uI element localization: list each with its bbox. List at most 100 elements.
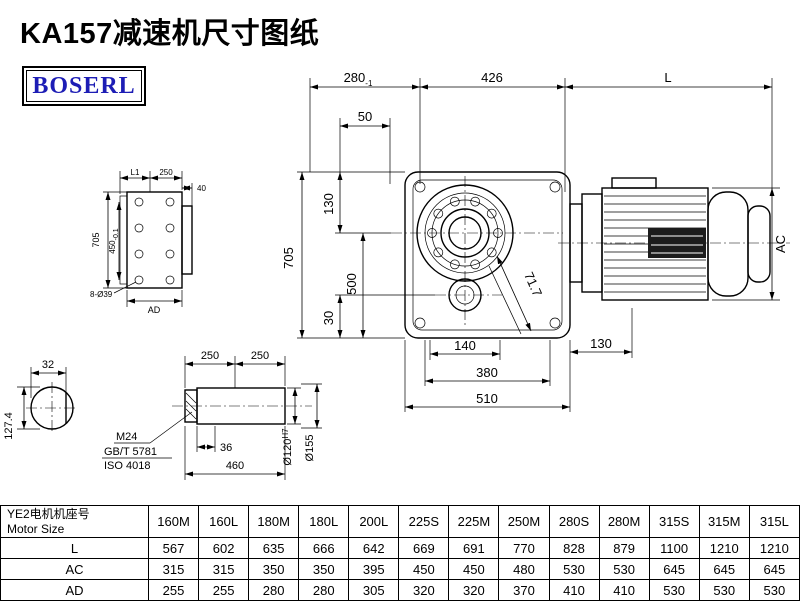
dim-label-250-flange: 250 — [159, 168, 173, 177]
table-row-L: L 567 602 635 666 642 669 691 770 828 87… — [0, 537, 800, 559]
col-header: 315L — [748, 505, 800, 538]
extension-line — [297, 171, 405, 339]
cell: 828 — [548, 537, 600, 559]
dim-label-8-holes: 8-Ø39 — [90, 290, 113, 299]
dim-label-510: 510 — [476, 391, 498, 406]
dim-label-426: 426 — [481, 70, 503, 85]
dim-label-705-flange: 705 — [91, 232, 101, 247]
bolt-hole — [134, 197, 144, 207]
cell: 530 — [598, 558, 650, 580]
cell: 567 — [147, 537, 200, 559]
motor-side-view: AC — [558, 177, 790, 301]
extension-line — [196, 426, 216, 452]
bolt-hole — [134, 249, 144, 259]
cell: 642 — [348, 537, 400, 559]
col-header: 225S — [398, 505, 450, 538]
cell: 1210 — [698, 537, 750, 559]
row-label: L — [0, 537, 149, 559]
dim-label-140: 140 — [454, 338, 476, 353]
dim-label-30: 30 — [321, 311, 336, 325]
thread-hatch — [185, 392, 197, 420]
bolt-hole — [165, 223, 175, 233]
dim-label-L1: L1 — [131, 168, 140, 177]
cell: 669 — [398, 537, 450, 559]
table-row-AC: AC 315 315 350 350 395 450 450 480 530 5… — [0, 558, 800, 580]
bolt-hole — [470, 259, 481, 270]
shaft-body — [196, 387, 286, 425]
dim-label-250-b: 250 — [251, 350, 269, 362]
dim-label-AD: AD — [148, 305, 161, 315]
cell: 280 — [298, 579, 350, 601]
extension-line — [424, 340, 551, 386]
input-boss-circle — [416, 184, 514, 282]
dim-label-40: 40 — [197, 184, 206, 193]
cell: 645 — [748, 558, 800, 580]
cell: 280 — [248, 579, 300, 601]
cell: 530 — [698, 579, 750, 601]
page-title: KA157减速机尺寸图纸 — [20, 18, 320, 50]
lower-bore-circle — [448, 278, 482, 312]
cell: 666 — [298, 537, 350, 559]
extension-line — [712, 187, 780, 301]
gearbox-inner-contour — [412, 179, 563, 331]
extension-line — [17, 386, 40, 430]
dim-label-500: 500 — [344, 273, 359, 295]
dim-label-L: L — [664, 70, 671, 85]
cell: 645 — [648, 558, 700, 580]
centerline — [26, 382, 78, 434]
bolt-hole — [493, 228, 503, 238]
corner-hole — [414, 317, 426, 329]
cell: 255 — [147, 579, 200, 601]
cell: 370 — [498, 579, 550, 601]
cell: 450 — [398, 558, 450, 580]
dim-label-280: 280-1 — [344, 70, 373, 88]
gearbox-front-view: 705 130 500 30 140 380 510 130 71.7 — [281, 171, 633, 412]
table-header-row: YE2电机机座号 Motor Size 160M 160L 180M 180L … — [0, 505, 800, 538]
bolt-hole — [486, 247, 497, 258]
bolt-hole — [134, 223, 144, 233]
cell: 450 — [448, 558, 500, 580]
dim-label-460: 460 — [226, 460, 244, 472]
corner-hole — [549, 181, 561, 193]
lower-bore-inner — [455, 285, 475, 305]
extension-line — [184, 426, 286, 480]
shaft-bore-circle — [448, 216, 482, 250]
dim-label-d120: Ø120H7 — [281, 428, 294, 466]
dim-label-36: 36 — [220, 442, 232, 454]
col-header: 225M — [448, 505, 500, 538]
dim-label-450: 450-0.1 — [108, 228, 120, 254]
extension-line — [309, 78, 773, 192]
col-header: 280M — [598, 505, 650, 538]
cell: 480 — [498, 558, 550, 580]
dimension-line — [496, 255, 532, 332]
cell: 410 — [548, 579, 600, 601]
cell: 350 — [248, 558, 300, 580]
cell: 645 — [698, 558, 750, 580]
cell: 1210 — [748, 537, 800, 559]
boserl-logo: BOSERL — [22, 66, 146, 106]
bore-circle — [440, 208, 490, 258]
bolt-hole — [470, 196, 481, 207]
cell: 395 — [348, 558, 400, 580]
header-cn: YE2电机机座号 — [7, 506, 90, 521]
bolt-hole — [449, 196, 460, 207]
header-en: Motor Size — [7, 521, 65, 536]
table-row-AD: AD 255 255 280 280 305 320 320 370 410 4… — [0, 579, 800, 601]
top-dimension-chain: 280-1 426 L 50 — [309, 70, 773, 192]
leader-line — [113, 281, 137, 294]
motor-size-table: YE2电机机座号 Motor Size 160M 160L 180M 180L … — [0, 505, 800, 601]
shaft-circle — [30, 386, 74, 430]
dim-label-AC: AC — [773, 235, 788, 253]
cell: 635 — [248, 537, 300, 559]
bolt-hole — [433, 208, 444, 219]
cell: 350 — [298, 558, 350, 580]
cell: 320 — [398, 579, 450, 601]
dim-label-130-bottom: 130 — [590, 336, 612, 351]
flange-plate — [126, 191, 183, 289]
flange-back-plate — [119, 195, 128, 285]
row-label: AC — [0, 558, 149, 580]
flange-tab — [181, 205, 193, 275]
fan-cowl-cap — [747, 205, 771, 283]
shaft-side-view: 250 250 36 460 M24 GB/T 5781 ISO 4018 Ø1… — [102, 350, 322, 480]
cell: 530 — [748, 579, 800, 601]
